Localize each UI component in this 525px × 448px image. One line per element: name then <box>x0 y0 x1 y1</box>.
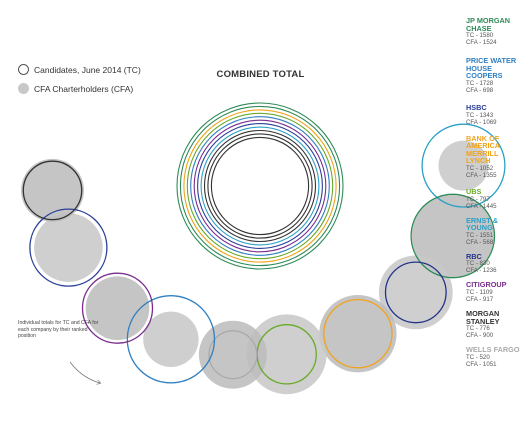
company-name: HSBC <box>466 102 487 112</box>
company-name: MORGAN STANLEY <box>466 308 500 326</box>
cfa-bubble-bank-of-america-merrill-lynch <box>319 295 397 373</box>
legend-tc-label: Candidates, June 2014 (TC) <box>34 64 141 75</box>
combined-total-rings <box>176 102 344 270</box>
tc-value: TC - 1052 <box>466 164 494 172</box>
tc-value: TC - 1728 <box>466 79 494 87</box>
cfa-value: CFA - 1236 <box>466 267 497 275</box>
cfa-bubble-ernst-and-young <box>438 140 489 191</box>
combined-ring-0 <box>176 102 344 270</box>
company-name: WELLS FARGO <box>466 345 520 355</box>
note-arrow <box>69 361 100 383</box>
tc-ring-citigroup <box>81 272 154 344</box>
tc-ring-bank-of-america-merrill-lynch <box>323 298 393 369</box>
tc-value: TC - 830 <box>466 260 490 268</box>
company-name: ERNST & YOUNG <box>466 215 499 233</box>
cfa-value: CFA - 900 <box>466 332 494 340</box>
tc-rings <box>22 123 506 385</box>
combined-ring-3 <box>186 112 334 260</box>
tc-value: TC - 776 <box>466 325 490 333</box>
tc-value: TC - 1343 <box>466 111 494 119</box>
tc-ring-swatch-icon <box>18 64 29 75</box>
company-name: UBS <box>466 186 482 196</box>
tc-value: TC - 520 <box>466 353 490 361</box>
company-name: JP MORGAN CHASE <box>466 16 511 33</box>
cfa-value: CFA - 1051 <box>466 360 497 368</box>
combined-ring-6 <box>197 123 323 249</box>
cfa-disc-swatch-icon <box>18 83 29 94</box>
ranking-note: Individual totals for TC and CFA for eac… <box>18 320 99 340</box>
cfa-bubble-morgan-stanley <box>21 158 84 222</box>
cfa-value: CFA - 1069 <box>466 118 497 126</box>
combined-ring-9 <box>207 133 313 239</box>
cfa-value: CFA - 917 <box>466 295 494 303</box>
legend-tc: Candidates, June 2014 (TC) <box>18 64 141 75</box>
legend-cfa: CFA Charterholders (CFA) <box>18 83 133 94</box>
cfa-value: CFA - 568 <box>466 238 494 246</box>
cfa-value: CFA - 1445 <box>466 202 497 210</box>
chart-title: COMBINED TOTAL <box>216 69 305 80</box>
legend-cfa-label: CFA Charterholders (CFA) <box>34 83 134 94</box>
cfa-value: CFA - 1524 <box>466 39 497 47</box>
tc-ring-morgan-stanley <box>22 160 83 221</box>
tc-ring-hsbc <box>29 208 108 287</box>
combined-ring-1 <box>179 105 341 267</box>
tc-value: TC - 1580 <box>466 32 494 40</box>
cfa-value: CFA - 698 <box>466 86 494 94</box>
tc-ring-rbc <box>384 261 447 324</box>
cfa-bubble-citigroup <box>85 276 150 341</box>
cfa-bubble-hsbc <box>34 213 103 282</box>
tc-value: TC - 1109 <box>466 288 493 296</box>
combined-ring-5 <box>193 119 327 253</box>
combined-ring-8 <box>203 129 317 243</box>
company-name: PRICE WATER HOUSE COOPERS <box>466 56 517 81</box>
tc-value: TC - 797 <box>466 195 490 203</box>
combined-ring-2 <box>183 109 337 263</box>
tc-ring-price-water-house-coopers <box>126 295 216 384</box>
company-name: CITIGROUP <box>466 280 507 290</box>
cfa-value: CFA - 1355 <box>466 171 497 179</box>
tc-ring-jp-morgan-chase <box>410 193 496 279</box>
combined-ring-4 <box>190 116 330 256</box>
company-name: BANK OF AMERICA MERRILL LYNCH <box>466 133 500 166</box>
tc-ring-wells-fargo <box>208 330 258 380</box>
tc-ring-ernst-and-young <box>421 123 506 208</box>
cfa-bubble-price-water-house-coopers <box>143 311 199 367</box>
cfa-bubble-jp-morgan-chase <box>411 195 494 277</box>
combined-ring-10 <box>210 136 310 236</box>
company-name: RBC <box>466 251 482 261</box>
tc-value: TC - 1551 <box>466 231 494 239</box>
cfa-bubble-ubs <box>246 314 327 395</box>
combined-ring-7 <box>200 126 320 246</box>
